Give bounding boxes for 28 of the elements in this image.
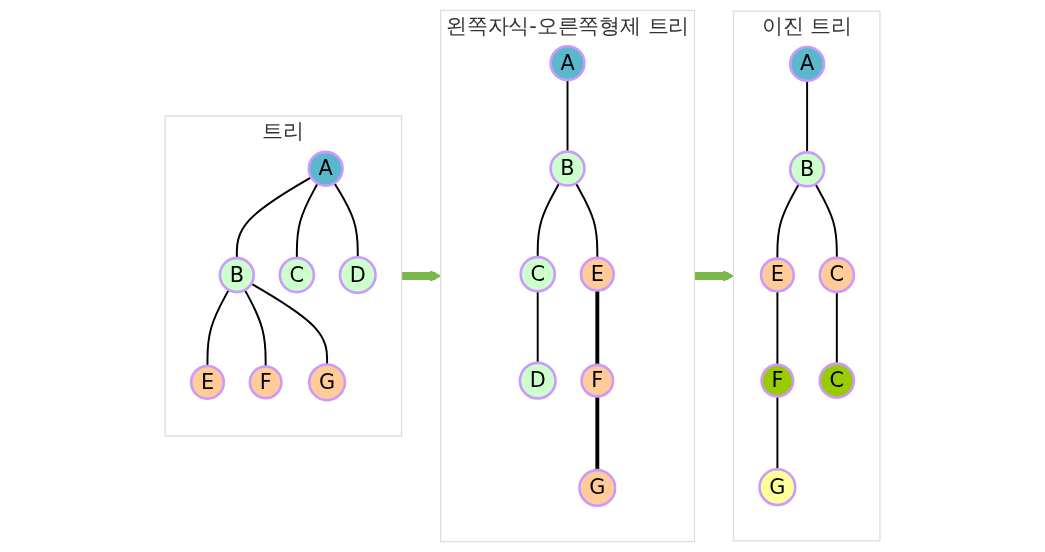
connector [595, 290, 600, 365]
node-circle: C [278, 256, 316, 294]
node-circle: D [338, 255, 377, 295]
arrow [400, 270, 442, 282]
node-circle: G [578, 468, 617, 508]
node-circle: G [307, 363, 347, 402]
node-circle: G [758, 468, 797, 507]
node-circle: B [218, 256, 256, 294]
node-circle: A [549, 44, 586, 82]
node-circle: A [307, 150, 344, 187]
node-circle: E [189, 364, 226, 400]
connector [814, 183, 838, 259]
node-circle: F [760, 363, 795, 398]
connector [295, 182, 319, 259]
node-circle: C [818, 362, 856, 399]
node-circle: E [579, 256, 615, 292]
node-circle: A [788, 45, 826, 83]
node-circle: D [518, 361, 557, 400]
connector [595, 396, 600, 471]
node-circle: C [818, 256, 856, 294]
node-circle: F [580, 363, 615, 398]
node-circle: F [248, 365, 283, 400]
connector [206, 288, 230, 367]
node-circle: C [519, 255, 557, 293]
node-circle: B [788, 151, 826, 188]
arrow [693, 270, 734, 282]
node-circle: B [549, 150, 586, 187]
node-circle: E [759, 257, 796, 293]
